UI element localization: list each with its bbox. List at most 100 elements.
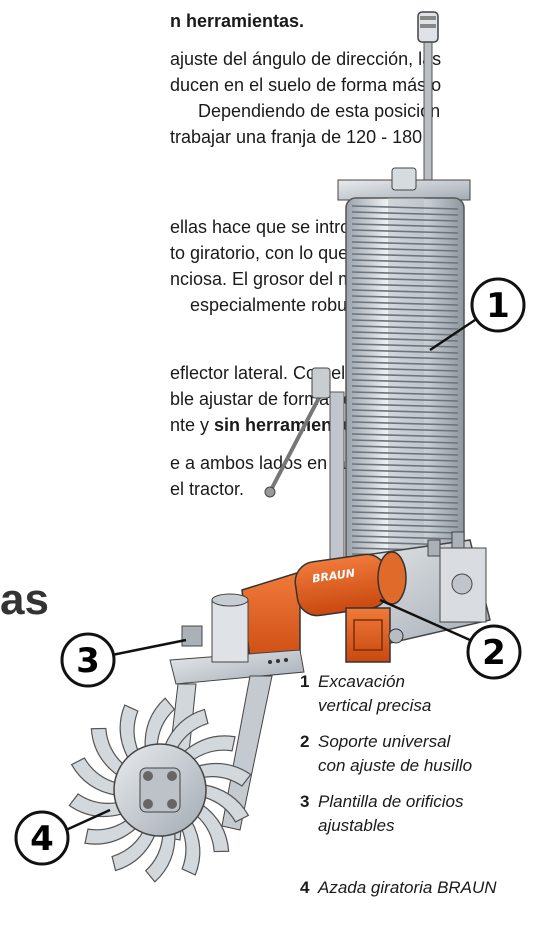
- spring-coil: [351, 481, 459, 486]
- legend-label-line: ajustables: [318, 816, 395, 835]
- spring-coil: [351, 487, 459, 492]
- spring-coil: [351, 247, 459, 252]
- spring-coil: [351, 271, 459, 276]
- section-heading: as: [0, 575, 49, 624]
- legend-number: 3: [300, 792, 310, 811]
- spring-coil: [351, 367, 459, 372]
- spring-coil: [351, 283, 459, 288]
- callout-2-label: 2: [482, 633, 506, 673]
- spring-coil: [351, 205, 459, 210]
- spring-coil: [351, 427, 459, 432]
- universal-holder: BRAUN: [241, 551, 407, 673]
- spring-coil: [351, 253, 459, 258]
- legend-label-line: con ajuste de husillo: [318, 756, 473, 775]
- text-line-12a: nte y: [170, 415, 215, 435]
- spring-coil: [351, 277, 459, 282]
- spring-coil: [351, 229, 459, 234]
- adjustment-rod: [417, 11, 439, 181]
- spring-coil: [351, 349, 459, 354]
- text-bold: n herramientas.: [170, 11, 305, 31]
- spring-coil: [351, 289, 459, 294]
- spring-coil: [351, 265, 459, 270]
- spring-coil: [351, 469, 459, 474]
- hoe-tine: [70, 757, 118, 796]
- hole-template: [169, 593, 305, 685]
- text-line-7: to giratorio, con lo que se: [170, 243, 373, 263]
- spring-coil: [351, 529, 459, 534]
- spring-coil: [351, 517, 459, 522]
- spring-coil: [351, 445, 459, 450]
- hoe-tine: [119, 704, 140, 761]
- spring-coil: [351, 403, 459, 408]
- legend-number: 4: [300, 878, 310, 897]
- text-line-3: ducen en el suelo de forma más o: [170, 75, 442, 95]
- text-line-14: el tractor.: [170, 479, 245, 499]
- hoe-tine: [180, 819, 201, 876]
- legend-number: 2: [300, 732, 310, 751]
- side-lever: [264, 367, 345, 573]
- spring-coil: [351, 337, 459, 342]
- spring-coil: [351, 307, 459, 312]
- spring-coil: [351, 433, 459, 438]
- spring-coil: [351, 511, 459, 516]
- spring-coil: [351, 361, 459, 366]
- legend-label: Soporte universal con ajuste de husillo: [318, 730, 472, 778]
- hoe-tine: [111, 830, 157, 872]
- text-line-9: especialmente robustas y: [190, 295, 395, 315]
- spring-coil: [351, 409, 459, 414]
- spring-coil: [351, 211, 459, 216]
- hoe-tine: [182, 735, 236, 762]
- hoe-tine: [202, 784, 250, 823]
- hoe-tine: [195, 803, 230, 853]
- spring-coil: [351, 235, 459, 240]
- spring-coil: [351, 259, 459, 264]
- spring-coil: [351, 355, 459, 360]
- spring-coil: [351, 439, 459, 444]
- spring-coil: [351, 475, 459, 480]
- hoe-tine: [84, 818, 138, 845]
- spring-coil: [351, 493, 459, 498]
- spring-coil: [351, 301, 459, 306]
- spring-coil: [351, 499, 459, 504]
- legend-label: Azada giratoria BRAUN: [318, 876, 497, 900]
- legend-label-line: Soporte universal: [318, 732, 451, 751]
- callout-2: 2: [379, 598, 522, 680]
- rotary-hoe: [68, 697, 252, 883]
- spring-coil: [351, 397, 459, 402]
- spring-coil: [351, 385, 459, 390]
- callout-1: 1: [429, 277, 526, 352]
- text-line-12-bold: sin herramientas: [214, 415, 359, 435]
- legend-label-line: Excavación: [318, 672, 405, 691]
- callout-3-label: 3: [76, 641, 100, 681]
- spring-coil: [351, 535, 459, 540]
- spring-coil: [351, 457, 459, 462]
- spring-coil: [351, 295, 459, 300]
- spring-coil: [351, 325, 459, 330]
- spring-coil: [351, 415, 459, 420]
- spring-coil: [351, 373, 459, 378]
- callout-4: 4: [14, 808, 111, 866]
- spring-coil: [351, 241, 459, 246]
- hoe-tine: [163, 708, 209, 750]
- spring-coil: [351, 319, 459, 324]
- spring-coil: [351, 391, 459, 396]
- text-line-5: trabajar una franja de 120 - 180: [170, 127, 423, 147]
- spring-coil: [351, 421, 459, 426]
- hoe-tine: [144, 830, 176, 883]
- spring-coil: [351, 505, 459, 510]
- callout-3: 3: [60, 632, 187, 688]
- spring-cylinder: [337, 167, 471, 609]
- text-line-13: e a ambos lados en la: [170, 453, 347, 473]
- spring-coil: [351, 463, 459, 468]
- spring-coil: [351, 223, 459, 228]
- spring-coil: [351, 523, 459, 528]
- spring-coil: [351, 451, 459, 456]
- spring-coil: [351, 343, 459, 348]
- text-line-8: nciosa. El grosor del materi-: [170, 269, 395, 289]
- legend-label-line: Azada giratoria BRAUN: [318, 878, 497, 897]
- hoe-tine: [196, 762, 252, 787]
- spring-coil: [351, 331, 459, 336]
